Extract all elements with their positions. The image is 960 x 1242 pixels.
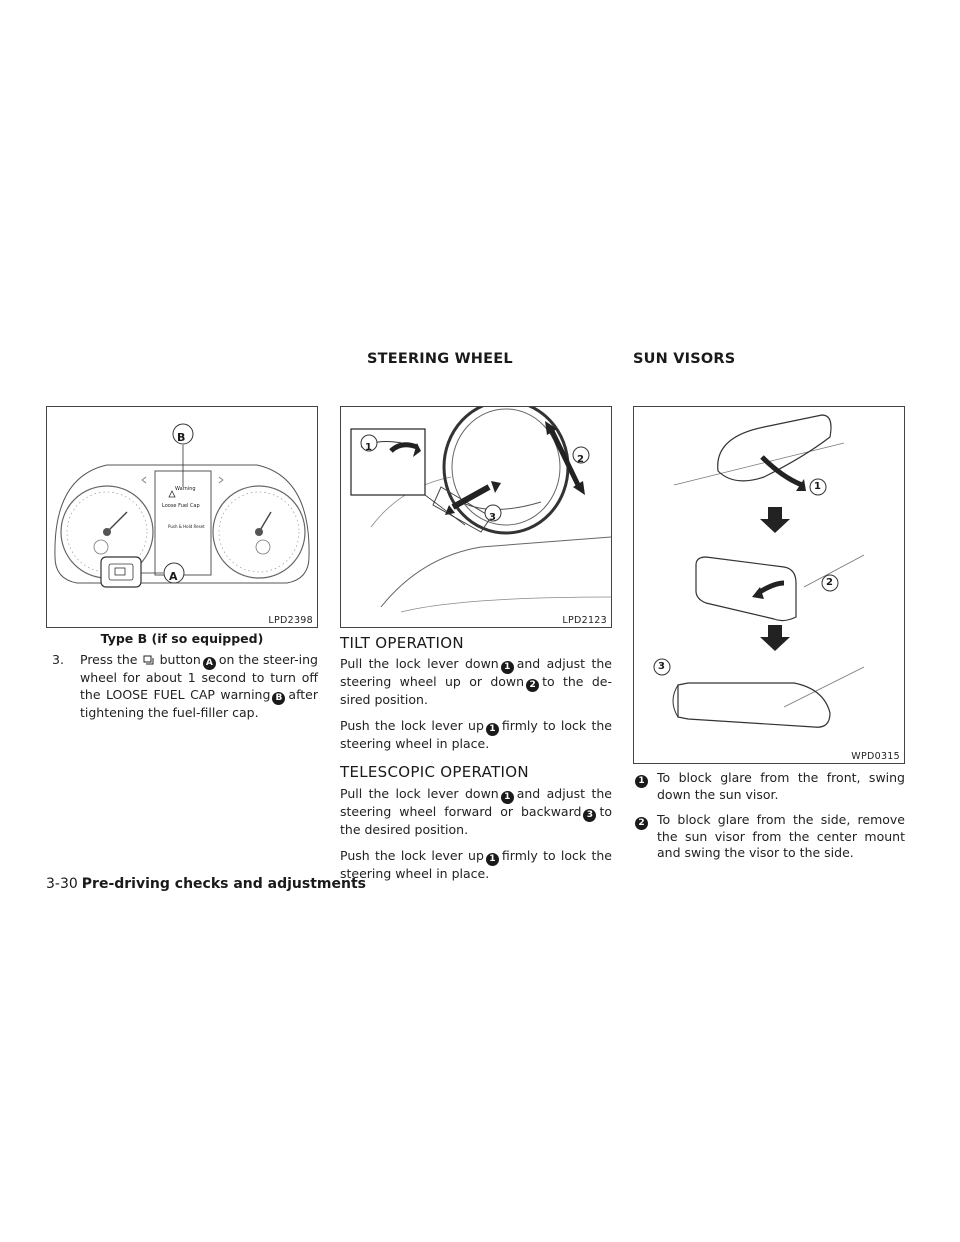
- cluster-figure: B A Warning Loose Fuel Cap Push & Hold R…: [46, 406, 318, 628]
- callout-1: 1: [365, 442, 372, 453]
- callout-2: 2: [577, 454, 584, 465]
- figure-code: LPD2398: [268, 615, 313, 626]
- step-seg2: button: [159, 652, 201, 667]
- tele-p1-b: and adjust the steering wheel forward or…: [340, 786, 612, 819]
- visor-item-2-text: To block glare from the side, remove the…: [657, 812, 905, 860]
- chapter-title: Pre-driving checks and adjustments: [81, 876, 366, 892]
- visor-figure: 1 2 3 WPD0315: [633, 406, 905, 764]
- tilt-p1-b: and adjust the steering wheel up or down: [340, 656, 612, 689]
- steering-illustration: [350, 399, 612, 613]
- cluster-caption: Type B (if so equipped): [100, 631, 264, 646]
- cluster-illustration: [54, 423, 310, 588]
- callout-3: 3: [658, 661, 665, 672]
- visor-item-1: 1 To block glare from the front, swing d…: [633, 770, 905, 803]
- tele-p2-a: Push the lock lever up: [340, 847, 484, 863]
- callout-1: 1: [814, 481, 821, 492]
- badge-a: A: [202, 657, 216, 670]
- badge-1: 1: [485, 722, 499, 736]
- tele-p1-c: to the desired position.: [340, 804, 612, 837]
- screen-hint-text: Push & Hold Reset: [168, 524, 205, 529]
- figure-code: LPD2123: [562, 615, 607, 626]
- callout-2: 2: [826, 577, 833, 588]
- heading-steering-wheel: STEERING WHEEL: [367, 351, 513, 367]
- callout-a: A: [169, 570, 178, 583]
- tilt-title: TILT OPERATION: [340, 634, 464, 652]
- item-number: 2: [633, 812, 651, 830]
- step-seg3: on the steer-ing wheel for about 1 secon…: [80, 652, 318, 702]
- tele-p1-a: Pull the lock lever down: [340, 786, 499, 801]
- tilt-p2-a: Push the lock lever up: [340, 717, 484, 733]
- screen-warning-text: Warning: [175, 486, 196, 492]
- badge-1: 1: [485, 852, 499, 866]
- callout-3: 3: [489, 512, 496, 523]
- badge-2: 2: [635, 817, 648, 830]
- tele-p2-b: firmly to lock the steering wheel in pla…: [340, 847, 612, 881]
- telescopic-title: TELESCOPIC OPERATION: [340, 763, 529, 781]
- visor-illustration: [653, 414, 865, 728]
- visor-text: 1 To block glare from the front, swing d…: [633, 770, 905, 862]
- heading-sun-visors: SUN VISORS: [633, 351, 736, 367]
- badge-3: 3: [583, 809, 597, 822]
- item-number: 1: [633, 770, 651, 788]
- step-number: 3.: [52, 652, 64, 667]
- steering-button-icon: [143, 655, 154, 665]
- badge-1: 1: [500, 661, 514, 674]
- page-number: 3-30: [46, 876, 78, 892]
- tilt-p1-c: to the de-sired position.: [340, 674, 612, 707]
- visor-item-1-text: To block glare from the front, swing dow…: [657, 770, 905, 802]
- tilt-p1-a: Pull the lock lever down: [340, 656, 499, 671]
- screen-title-text: Loose Fuel Cap: [162, 503, 200, 509]
- tilt-p2-b: firmly to lock the steering wheel in pla…: [340, 717, 612, 751]
- visor-item-2: 2 To block glare from the side, remove t…: [633, 812, 905, 862]
- step-seg4: after tightening the fuel-filler cap.: [80, 686, 318, 720]
- figure-code: WPD0315: [851, 751, 900, 762]
- badge-1: 1: [635, 775, 648, 788]
- step-seg1: Press the: [80, 652, 138, 667]
- callout-b: B: [177, 431, 186, 444]
- steering-figure: 1 2 3 LPD2123: [340, 399, 612, 628]
- badge-1: 1: [500, 791, 514, 804]
- badge-2: 2: [526, 679, 540, 692]
- badge-b: B: [272, 691, 286, 705]
